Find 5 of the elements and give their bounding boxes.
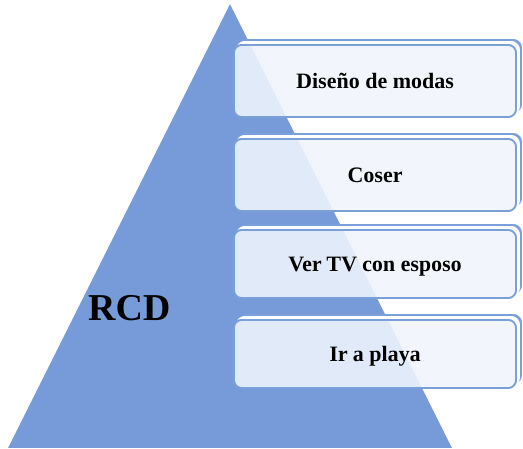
level-label: Ir a playa [329, 341, 421, 367]
level-label: Diseño de modas [296, 68, 454, 94]
level-label: Coser [348, 162, 402, 188]
level-label: Ver TV con esposo [288, 251, 462, 277]
pyramid-label: RCD [88, 286, 170, 330]
